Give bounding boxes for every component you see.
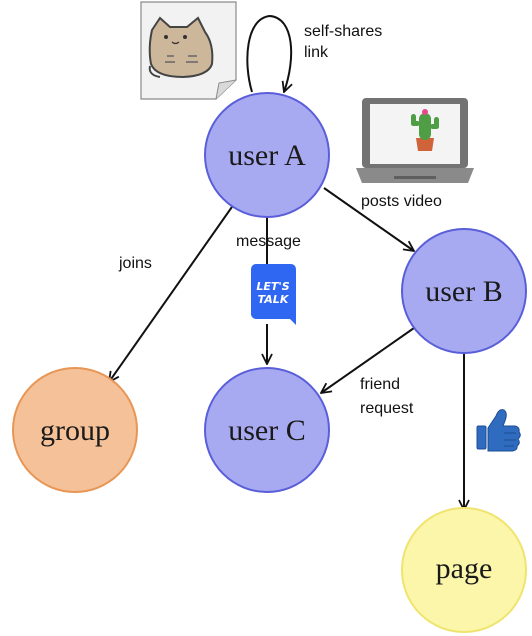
edge-label-joins: joins: [118, 255, 152, 272]
node-group: group: [12, 367, 138, 493]
node-user-a-label: user A: [228, 139, 306, 172]
edge-self-share: [246, 14, 291, 92]
cat-note-icon: [140, 1, 237, 100]
edge-label-self-shares: self-shares: [304, 23, 382, 40]
edge-label-friend: friend: [360, 376, 400, 393]
badge-text-line2: TALK: [258, 293, 290, 306]
edge-label-message: message: [236, 233, 301, 250]
edge-friend-request: [321, 327, 415, 393]
node-group-circle: [12, 367, 138, 493]
node-user-c: user C: [204, 367, 330, 493]
node-user-c-circle: [204, 367, 330, 493]
edge-label-self-shares-link: link: [304, 44, 329, 61]
node-user-a-circle: [204, 92, 330, 218]
node-page: page: [401, 507, 527, 633]
node-user-b-label: user B: [425, 275, 503, 308]
node-group-label: group: [40, 414, 110, 447]
badge-text-line1: LET'S: [256, 280, 289, 293]
node-page-label: page: [436, 552, 493, 585]
edge-label-friend-request: request: [360, 400, 414, 417]
node-user-a: user A: [204, 92, 330, 218]
node-user-c-label: user C: [228, 414, 306, 447]
edge-joins: [109, 203, 235, 382]
node-user-b: user B: [401, 228, 527, 354]
thumbs-up-icon: [476, 409, 521, 452]
node-page-circle: [401, 507, 527, 633]
edge-label-posts-video: posts video: [361, 193, 442, 210]
laptop-cactus-icon: [356, 98, 474, 183]
lets-talk-badge-icon: LET'S TALK: [251, 264, 296, 325]
edge-posts-video: [323, 187, 414, 251]
node-user-b-circle: [401, 228, 527, 354]
